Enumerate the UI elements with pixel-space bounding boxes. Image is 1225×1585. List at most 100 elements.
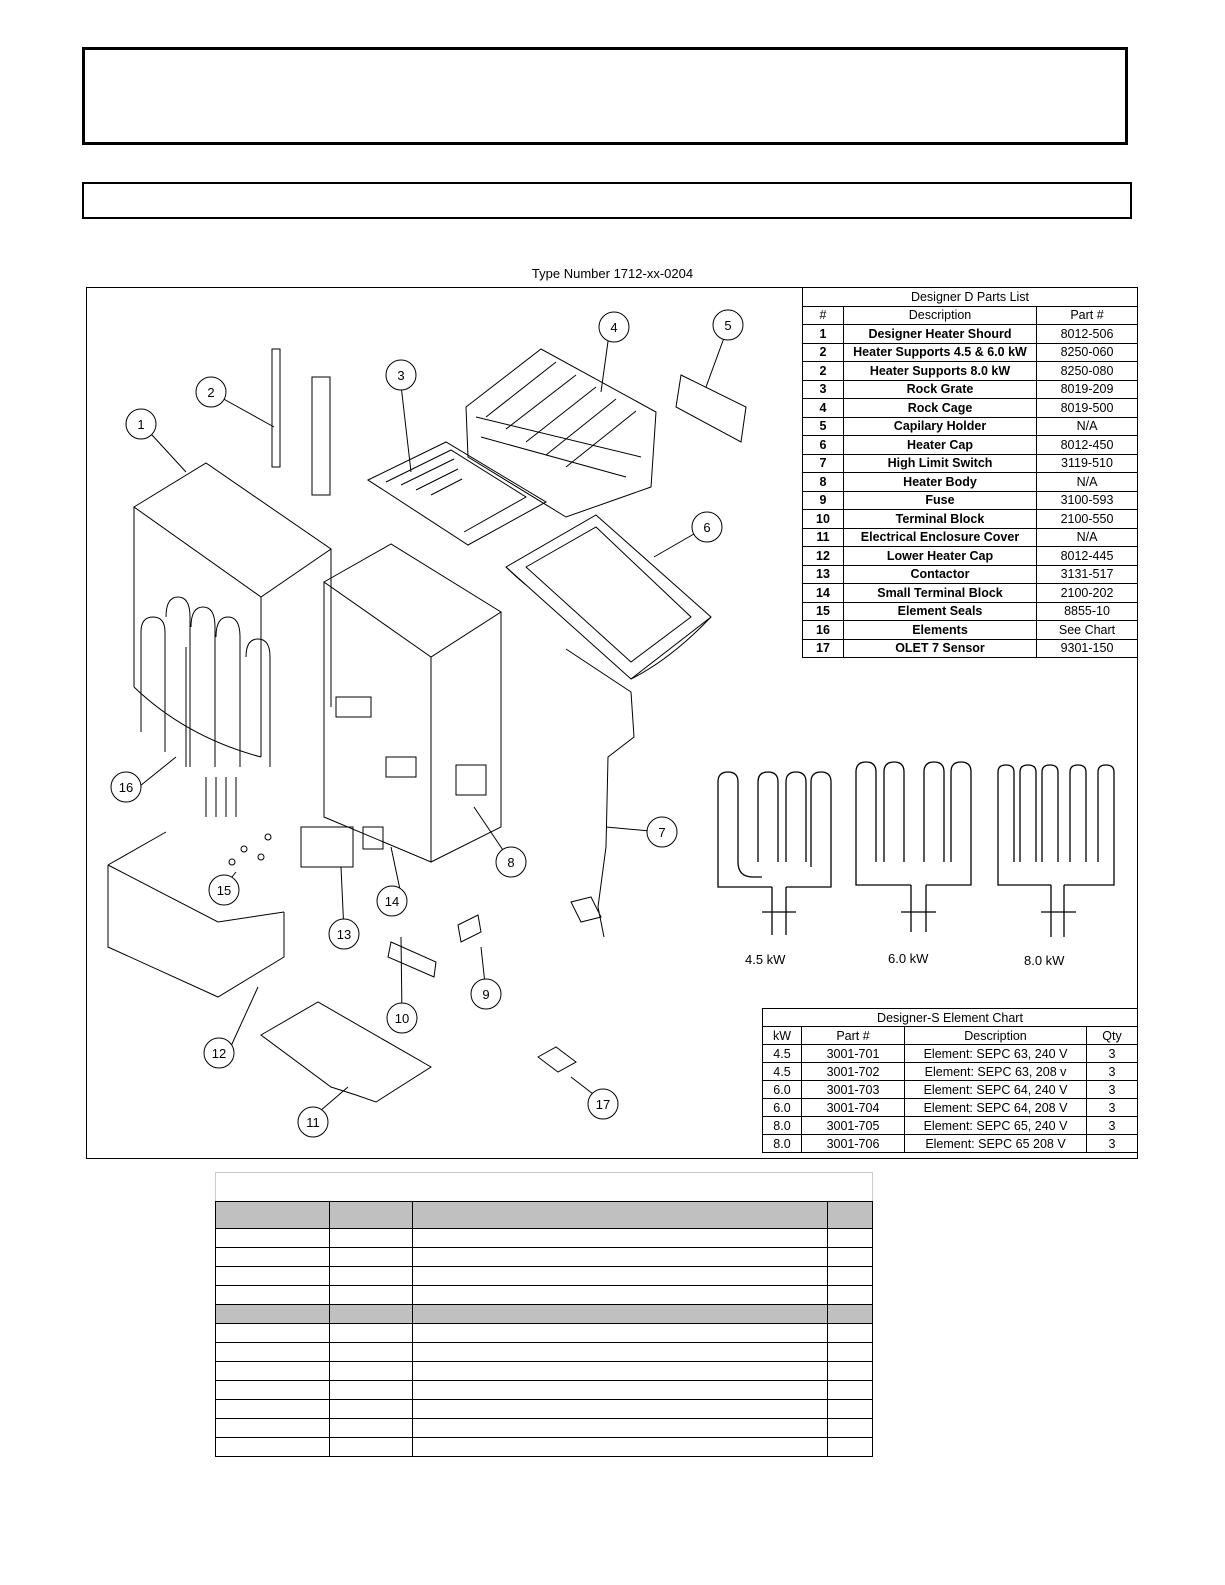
callout-13: 13 [328, 918, 360, 950]
element-seals-part [228, 833, 272, 866]
elem-header-qty: Qty [1086, 1026, 1138, 1045]
sheet-cell [329, 1399, 413, 1419]
elem-kw-cell: 4.5 [762, 1062, 802, 1081]
sheet-cell [329, 1323, 413, 1343]
sheet-row [215, 1247, 873, 1267]
heater-shroud-part [133, 462, 332, 758]
sheet-row [215, 1361, 873, 1381]
part-description-cell: Electrical Enclosure Cover [843, 527, 1037, 547]
part-code-cell: 8250-060 [1036, 342, 1138, 362]
elements-part [140, 596, 271, 817]
part-number-cell: 2 [802, 342, 844, 362]
element-6.0kw-diagram [855, 761, 972, 932]
part-description-cell: Heater Body [843, 472, 1037, 492]
part-description-cell: Terminal Block [843, 509, 1037, 529]
sheet-cell [412, 1361, 828, 1381]
sheet-cell [412, 1323, 828, 1343]
part-description-cell: Heater Supports 8.0 kW [843, 361, 1037, 381]
caption-8.0kw: 8.0 kW [1024, 953, 1065, 968]
sheet-cell [329, 1285, 413, 1305]
elem-qty-cell: 3 [1086, 1080, 1138, 1099]
part-code-cell: 8012-506 [1036, 324, 1138, 344]
elem-kw-cell: 6.0 [762, 1080, 802, 1099]
part-description-cell: Fuse [843, 490, 1037, 510]
callout-14: 14 [376, 885, 408, 917]
callout-7: 7 [646, 816, 678, 848]
sheet-cell [329, 1266, 413, 1286]
part-number-cell: 7 [802, 453, 844, 473]
sensor-part [537, 1046, 577, 1073]
elem-desc-cell: Element: SEPC 65, 240 V [904, 1116, 1087, 1135]
part-description-cell: Small Terminal Block [843, 583, 1037, 603]
sheet-cell [215, 1247, 330, 1267]
sheet-cell [412, 1285, 828, 1305]
sheet-cell [215, 1418, 330, 1438]
part-code-cell: 8855-10 [1036, 601, 1138, 621]
part-number-cell: 6 [802, 435, 844, 455]
sheet-cell [329, 1304, 413, 1324]
element-chart-title: Designer-S Element Chart [762, 1008, 1138, 1027]
parts-header-desc: Description [843, 305, 1037, 325]
elem-qty-cell: 3 [1086, 1134, 1138, 1153]
rock-cage-part [465, 348, 657, 518]
elem-header-kw: kW [762, 1026, 802, 1045]
sheet-cell [215, 1342, 330, 1362]
part-code-cell: 2100-550 [1036, 509, 1138, 529]
sheet-cell [412, 1304, 828, 1324]
sheet-cell [412, 1247, 828, 1267]
part-description-cell: Elements [843, 620, 1037, 640]
elem-desc-cell: Element: SEPC 63, 240 V [904, 1044, 1087, 1063]
element-8.0kw-diagram [997, 764, 1115, 937]
callout-6: 6 [691, 511, 723, 543]
part-description-cell: Contactor [843, 564, 1037, 584]
part-code-cell: 2100-202 [1036, 583, 1138, 603]
sheet-row [215, 1323, 873, 1343]
elem-part-cell: 3001-703 [801, 1080, 905, 1099]
callout-2: 2 [195, 376, 227, 408]
caption-6.0kw: 6.0 kW [888, 951, 929, 966]
callout-4: 4 [598, 311, 630, 343]
part-number-cell: 8 [802, 472, 844, 492]
sheet-cell [215, 1399, 330, 1419]
part-number-cell: 5 [802, 416, 844, 436]
part-description-cell: Lower Heater Cap [843, 546, 1037, 566]
elem-header-part: Part # [801, 1026, 905, 1045]
elem-desc-cell: Element: SEPC 65 208 V [904, 1134, 1087, 1153]
svg-text:11: 11 [306, 1115, 320, 1130]
elem-qty-cell: 3 [1086, 1044, 1138, 1063]
svg-text:2: 2 [207, 385, 214, 400]
svg-text:8: 8 [507, 855, 514, 870]
sheet-header-row [215, 1201, 873, 1229]
callout-15: 15 [208, 874, 240, 906]
parts-list-title: Designer D Parts List [802, 287, 1138, 307]
part-code-cell: 3131-517 [1036, 564, 1138, 584]
part-code-cell: N/A [1036, 416, 1138, 436]
part-number-cell: 1 [802, 324, 844, 344]
sheet-cell [827, 1342, 873, 1362]
elem-qty-cell: 3 [1086, 1062, 1138, 1081]
sheet-row [215, 1380, 873, 1400]
elem-kw-cell: 8.0 [762, 1134, 802, 1153]
callout-10: 10 [386, 1002, 418, 1034]
parts-list-table: Designer D Parts List # Description Part… [802, 287, 1138, 658]
elem-qty-cell: 3 [1086, 1116, 1138, 1135]
part-number-cell: 15 [802, 601, 844, 621]
heater-cap-part [505, 514, 712, 680]
caption-4.5kw: 4.5 kW [745, 952, 786, 967]
part-code-cell: 3119-510 [1036, 453, 1138, 473]
elem-desc-cell: Element: SEPC 64, 240 V [904, 1080, 1087, 1099]
sheet-cell [827, 1323, 873, 1343]
callout-8: 8 [495, 846, 527, 878]
sheet-cell [412, 1380, 828, 1400]
